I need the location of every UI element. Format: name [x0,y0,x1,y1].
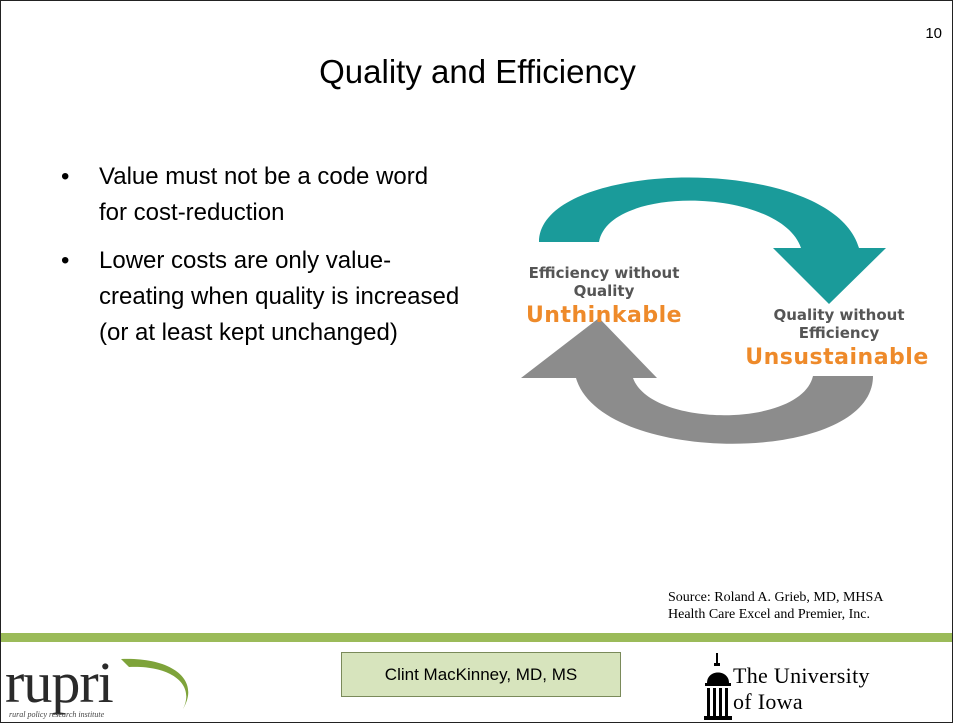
bullet-list: • Value must not be a code word for cost… [61,159,461,363]
bullet-dot-icon: • [61,247,70,274]
left-verdict: Unthinkable [525,303,683,328]
bottom-arrow [521,318,873,444]
university-name-line1: The University [733,663,870,688]
presenter-name: Clint MacKinney, MD, MS [341,652,621,697]
capitol-dome-icon [704,653,732,720]
top-arrow [539,177,886,304]
university-logo: The University of Iowa [701,651,952,722]
source-line2: Health Care Excel and Premier, Inc. [668,607,870,622]
rupri-tagline: rural policy research institute [9,710,105,719]
left-label-line2: Quality [573,282,635,300]
source-line1: Source: Roland A. Grieb, MD, MHSA [668,590,884,605]
bullet-text: Value must not be a code word for cost-r… [99,163,429,226]
rupri-wordmark: rupri [5,650,114,715]
right-verdict: Unsustainable [745,345,929,370]
rupri-swoosh-icon [121,658,189,709]
left-label: Efficiency without Quality [489,264,719,300]
cycle-arrows [521,177,886,444]
page-title: Quality and Efficiency [319,53,636,90]
university-name-line2: of Iowa [733,689,803,714]
right-label-line2: Efficiency [798,324,880,342]
slide-number: 10 [925,25,942,42]
right-label: Quality without Efficiency [723,306,952,342]
rupri-logo: rupri rural policy research institute [1,649,201,722]
source-citation: Source: Roland A. Grieb, MD, MHSA Health… [668,589,883,623]
bullet-text: Lower costs are only value-creating when… [99,247,460,346]
footer-divider [1,633,952,642]
bullet-item: • Lower costs are only value-creating wh… [61,243,461,351]
bullet-dot-icon: • [61,163,70,190]
left-label-line1: Efficiency without [528,264,680,282]
right-label-line1: Quality without [773,306,905,324]
cycle-diagram: Efficiency without Quality Unthinkable Q… [481,166,952,496]
bullet-item: • Value must not be a code word for cost… [61,159,461,231]
